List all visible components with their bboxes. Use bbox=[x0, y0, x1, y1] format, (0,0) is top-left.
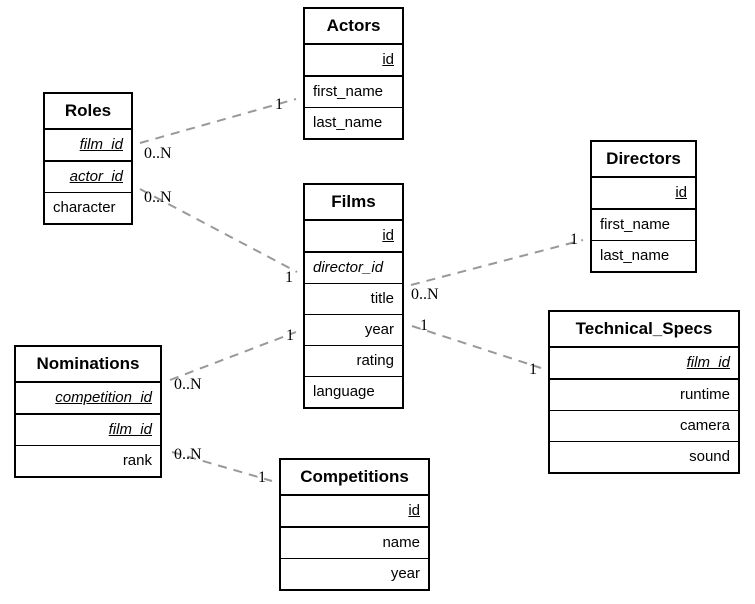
attribute-label: rank bbox=[122, 452, 152, 469]
entity-title-directors: Directors bbox=[592, 142, 695, 178]
attribute-label: language bbox=[313, 383, 375, 400]
attribute-row-films-director_id[interactable]: director_id bbox=[305, 253, 402, 284]
attribute-label: camera bbox=[679, 417, 730, 434]
attribute-label: year bbox=[390, 565, 420, 582]
cardinality-roles-films-from: 0..N bbox=[144, 189, 172, 206]
attribute-label: id bbox=[382, 227, 394, 244]
attribute-label: sound bbox=[689, 448, 730, 465]
attribute-row-roles-film_id[interactable]: film_id bbox=[45, 130, 131, 162]
attribute-row-actors-first_name[interactable]: first_name bbox=[305, 77, 402, 108]
cardinality-films-technical-specs-to: 1 bbox=[529, 361, 537, 378]
entity-title-roles: Roles bbox=[45, 94, 131, 130]
attribute-row-actors-id[interactable]: id bbox=[305, 45, 402, 77]
cardinality-films-directors-from: 0..N bbox=[411, 286, 439, 303]
attribute-label: id bbox=[675, 184, 687, 201]
attribute-row-competitions-name[interactable]: name bbox=[281, 528, 428, 559]
attribute-label: id bbox=[382, 51, 394, 68]
attribute-label: film_id bbox=[79, 136, 123, 153]
entity-competitions[interactable]: Competitions id name year bbox=[279, 458, 430, 591]
attribute-row-technical_specs-film_id[interactable]: film_id bbox=[550, 348, 738, 380]
cardinality-nominations-films-to: 1 bbox=[286, 327, 294, 344]
attribute-row-roles-actor_id[interactable]: actor_id bbox=[45, 162, 131, 193]
cardinality-films-directors-to: 1 bbox=[570, 231, 578, 248]
attribute-label: character bbox=[53, 199, 116, 216]
entity-title-competitions: Competitions bbox=[281, 460, 428, 496]
attribute-row-directors-last_name[interactable]: last_name bbox=[592, 241, 695, 271]
attribute-label: runtime bbox=[679, 386, 730, 403]
entity-title-nominations: Nominations bbox=[16, 347, 160, 383]
entity-actors[interactable]: Actors id first_name last_name bbox=[303, 7, 404, 140]
attribute-label: director_id bbox=[313, 259, 384, 276]
attribute-row-technical_specs-runtime[interactable]: runtime bbox=[550, 380, 738, 411]
attribute-row-directors-first_name[interactable]: first_name bbox=[592, 210, 695, 241]
attribute-label: competition_id bbox=[55, 389, 152, 406]
attribute-label: last_name bbox=[313, 114, 383, 131]
attribute-row-competitions-year[interactable]: year bbox=[281, 559, 428, 589]
attribute-row-competitions-id[interactable]: id bbox=[281, 496, 428, 528]
cardinality-nominations-films-from: 0..N bbox=[174, 376, 202, 393]
attribute-row-films-rating[interactable]: rating bbox=[305, 346, 402, 377]
cardinality-films-technical-specs-from: 1 bbox=[420, 317, 428, 334]
attribute-label: title bbox=[370, 290, 394, 307]
attribute-label: actor_id bbox=[69, 168, 123, 185]
attribute-label: first_name bbox=[313, 83, 384, 100]
cardinality-roles-films-to: 1 bbox=[285, 269, 293, 286]
attribute-label: name bbox=[382, 534, 420, 551]
relationship-line-nominations-films bbox=[169, 331, 297, 381]
relationship-line-films-technical-specs bbox=[411, 325, 542, 369]
entity-title-technical_specs: Technical_Specs bbox=[550, 312, 738, 348]
relationship-line-roles-actors bbox=[139, 98, 297, 144]
attribute-label: last_name bbox=[600, 247, 670, 264]
attribute-label: film_id bbox=[686, 354, 730, 371]
attribute-row-technical_specs-camera[interactable]: camera bbox=[550, 411, 738, 442]
cardinality-roles-actors-from: 0..N bbox=[144, 145, 172, 162]
attribute-row-nominations-rank[interactable]: rank bbox=[16, 446, 160, 476]
attribute-row-films-id[interactable]: id bbox=[305, 221, 402, 253]
attribute-row-roles-character[interactable]: character bbox=[45, 193, 131, 223]
attribute-row-technical_specs-sound[interactable]: sound bbox=[550, 442, 738, 472]
attribute-label: first_name bbox=[600, 216, 671, 233]
attribute-row-films-year[interactable]: year bbox=[305, 315, 402, 346]
attribute-row-nominations-film_id[interactable]: film_id bbox=[16, 415, 160, 446]
entity-roles[interactable]: Roles film_id actor_id character bbox=[43, 92, 133, 225]
attribute-label: rating bbox=[356, 352, 394, 369]
cardinality-nominations-competitions-from: 0..N bbox=[174, 446, 202, 463]
attribute-row-films-language[interactable]: language bbox=[305, 377, 402, 407]
attribute-row-nominations-competition_id[interactable]: competition_id bbox=[16, 383, 160, 415]
attribute-label: film_id bbox=[108, 421, 152, 438]
entity-title-films: Films bbox=[305, 185, 402, 221]
attribute-label: id bbox=[408, 502, 420, 519]
entity-title-actors: Actors bbox=[305, 9, 402, 45]
attribute-label: year bbox=[364, 321, 394, 338]
cardinality-nominations-competitions-to: 1 bbox=[258, 469, 266, 486]
cardinality-roles-actors-to: 1 bbox=[275, 96, 283, 113]
attribute-row-directors-id[interactable]: id bbox=[592, 178, 695, 210]
attribute-row-actors-last_name[interactable]: last_name bbox=[305, 108, 402, 138]
attribute-row-films-title[interactable]: title bbox=[305, 284, 402, 315]
relationship-line-films-directors bbox=[410, 239, 584, 286]
